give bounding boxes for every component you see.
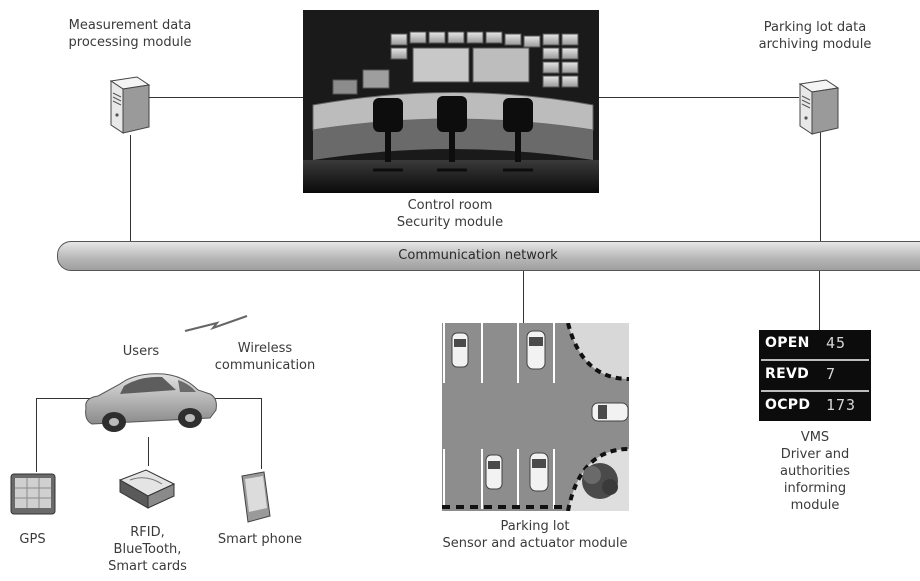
car-icon — [85, 373, 217, 432]
vms-divider — [761, 390, 869, 392]
gps-label: GPS — [19, 532, 46, 547]
measurement-module-line2: processing module — [68, 35, 192, 50]
control-room-line1: Control room — [407, 198, 493, 213]
rfid-line3: Smart cards — [108, 559, 187, 574]
vms-ocpd-value: 173 — [826, 396, 857, 414]
connector-car-to-gps — [36, 398, 98, 399]
vms-row-ocpd: OCPD 173 — [759, 392, 871, 420]
connector-car-to-phone — [215, 398, 262, 399]
communication-network-label: Communication network — [398, 248, 558, 263]
wireless-line2: communication — [214, 358, 316, 373]
vms-sign: OPEN 45 REVD 7 OCPD 173 — [759, 330, 871, 421]
archiving-module-line1: Parking lot data — [763, 20, 867, 35]
connector-measurement-to-network — [130, 135, 131, 241]
archiving-module-label: Parking lot data archiving module — [735, 19, 895, 53]
vms-divider — [761, 359, 869, 361]
parking-lot-illustration — [442, 323, 629, 511]
control-room-line2: Security module — [396, 215, 504, 230]
control-room-illustration — [303, 10, 599, 193]
archiving-module-line2: archiving module — [758, 37, 872, 52]
parking-lot-image — [442, 323, 629, 511]
connector-control-to-archiving — [599, 97, 799, 98]
measurement-module-line1: Measurement data — [68, 18, 192, 33]
parking-lot-label: Parking lot Sensor and actuator module — [415, 518, 655, 552]
vms-line2: Driver and — [780, 447, 850, 462]
connector-car-to-gps-drop — [36, 398, 37, 472]
parking-lot-line1: Parking lot — [500, 519, 570, 534]
rfid-line1: RFID, — [130, 525, 165, 540]
communication-network-bar: Communication network — [57, 241, 920, 271]
connector-network-to-vms — [819, 269, 820, 330]
connector-archiving-to-network — [820, 132, 821, 241]
users-label: Users — [122, 344, 160, 359]
vms-line4: informing — [783, 481, 847, 496]
connector-car-to-rfid — [148, 437, 149, 466]
rfid-device-icon — [118, 469, 176, 509]
smartphone-icon — [241, 471, 271, 523]
connector-car-to-phone-drop — [261, 398, 262, 469]
measurement-server-icon — [109, 76, 151, 134]
vms-row-revd: REVD 7 — [759, 361, 871, 389]
rfid-label: RFID, BlueTooth, Smart cards — [100, 524, 195, 575]
smartphone-label: Smart phone — [217, 532, 303, 547]
parking-lot-line2: Sensor and actuator module — [442, 536, 628, 551]
wireless-line1: Wireless — [237, 341, 293, 356]
control-room-image — [303, 10, 599, 193]
vms-open-value: 45 — [826, 334, 847, 352]
wireless-lightning-icon — [184, 315, 248, 332]
wireless-label: Wireless communication — [210, 340, 320, 374]
vms-revd-key: REVD — [765, 366, 809, 382]
vms-ocpd-key: OCPD — [765, 397, 811, 413]
vms-line3: authorities — [780, 464, 850, 479]
vms-line1: VMS — [800, 430, 830, 445]
connector-measurement-to-control — [148, 97, 304, 98]
vms-open-key: OPEN — [765, 335, 810, 351]
vms-row-open: OPEN 45 — [759, 330, 871, 358]
vms-revd-value: 7 — [826, 365, 837, 383]
measurement-module-label: Measurement data processing module — [55, 17, 205, 51]
gps-device-icon — [10, 473, 56, 515]
archiving-server-icon — [798, 79, 840, 135]
control-room-label: Control room Security module — [370, 197, 530, 231]
vms-line5: module — [790, 498, 840, 513]
connector-network-to-parking — [523, 269, 524, 323]
vms-label: VMS Driver and authorities informing mod… — [765, 429, 865, 514]
rfid-line2: BlueTooth, — [113, 542, 182, 557]
